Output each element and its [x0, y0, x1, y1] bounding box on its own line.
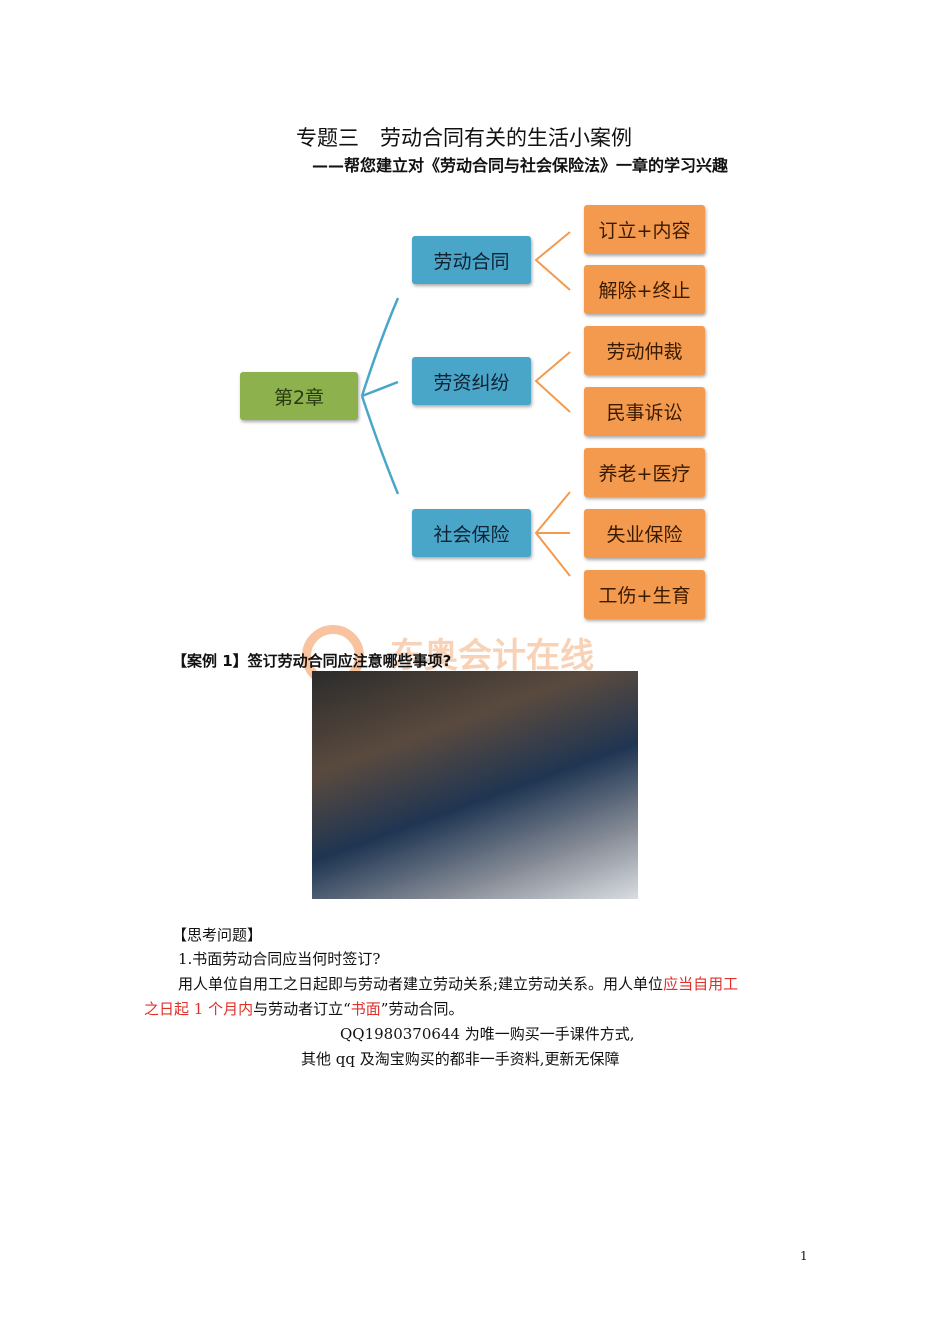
answer-line-2: 之日起 1 个月内与劳动者订立“书面”劳动合同。 [144, 998, 463, 1019]
answer-emphasis: 应当自用工 [663, 975, 739, 993]
page-subtitle: ——帮您建立对《劳动合同与社会保险法》一章的学习兴趣 [312, 156, 729, 175]
case-heading: 【案例 1】签订劳动合同应注意哪些事项? [172, 652, 452, 670]
answer-emphasis: 书面 [350, 1000, 381, 1018]
notice-line-1: QQ1980370644 为唯一购买一手课件方式, [340, 1025, 635, 1043]
watermark: 东奥会计在线 [390, 636, 594, 676]
branch3-connector [534, 491, 571, 577]
page-number: 1 [800, 1249, 808, 1263]
think-heading: 【思考问题】 [172, 926, 263, 944]
mindmap-leaf: 劳动仲裁 [584, 326, 705, 375]
mindmap-leaf: 民事诉讼 [584, 387, 705, 436]
page-title: 专题三 劳动合同有关的生活小案例 [296, 126, 632, 150]
mindmap-leaf: 工伤+生育 [584, 570, 705, 619]
question-1: 1.书面劳动合同应当何时签订? [178, 950, 381, 968]
case-photo [312, 671, 638, 899]
mindmap-branch: 社会保险 [412, 509, 531, 557]
mindmap-leaf: 解除+终止 [584, 265, 705, 314]
answer-emphasis: 之日起 1 个月内 [144, 1000, 254, 1018]
branch2-connector [534, 351, 571, 413]
answer-text: 与劳动者订立“ [253, 1000, 351, 1018]
mindmap-branch: 劳资纠纷 [412, 357, 531, 405]
mindmap-connectors [360, 231, 571, 577]
mindmap-root: 第2章 [240, 372, 358, 420]
branch1-connector [534, 231, 571, 291]
mindmap-leaf: 失业保险 [584, 509, 705, 558]
mindmap-leaf: 订立+内容 [584, 205, 705, 254]
answer-line-1: 用人单位自用工之日起即与劳动者建立劳动关系;建立劳动关系。用人单位应当自用工 [178, 973, 738, 994]
mindmap-branch: 劳动合同 [412, 236, 531, 284]
root-connector [360, 297, 400, 495]
answer-text: 用人单位自用工之日起即与劳动者建立劳动关系;建立劳动关系。用人单位 [178, 975, 664, 993]
answer-text: ”劳动合同。 [380, 1000, 464, 1018]
notice-line-2: 其他 qq 及淘宝购买的都非一手资料,更新无保障 [301, 1050, 620, 1068]
mindmap-leaf: 养老+医疗 [584, 448, 705, 497]
